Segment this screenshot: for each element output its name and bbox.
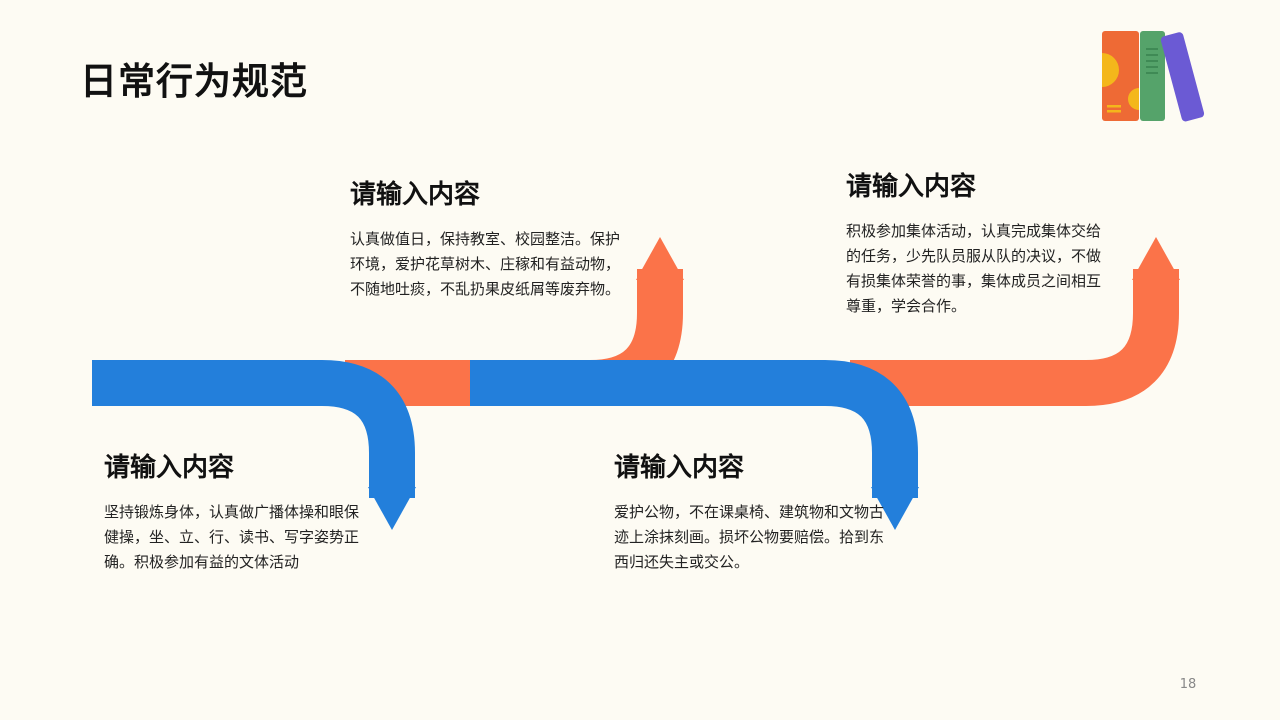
page-number: 18 [1179, 677, 1197, 692]
block-body: 认真做值日，保持教室、校园整洁。保护环境，爱护花草树木、庄稼和有益动物，不随地吐… [350, 230, 621, 298]
book-green [1140, 31, 1165, 121]
book-purple [1160, 32, 1205, 122]
block-body: 积极参加集体活动，认真完成集体交给的任务，少先队员服从队的决议，不做有损集体荣誉… [846, 222, 1102, 315]
block-body: 爱护公物，不在课桌椅、建筑物和文物古迹上涂抹刻画。损坏公物要赔偿。拾到东西归还失… [614, 503, 885, 571]
block-body: 坚持锻炼身体，认真做广播体操和眼保健操，坐、立、行、读书、写字姿势正确。积极参加… [104, 503, 360, 571]
content-block-4: 请输入内容 爱护公物，不在课桌椅、建筑物和文物古迹上涂抹刻画。损坏公物要赔偿。拾… [614, 450, 889, 575]
block-heading: 请输入内容 [614, 453, 745, 483]
blue-arrowhead-1 [368, 487, 416, 530]
books-icon [1102, 31, 1205, 122]
content-block-1: 请输入内容 认真做值日，保持教室、校园整洁。保护环境，爱护花草树木、庄稼和有益动… [350, 177, 625, 302]
book-orange-circle-bottom [1128, 88, 1139, 110]
book-orange-circle-top [1102, 53, 1119, 87]
block-heading: 请输入内容 [846, 172, 977, 202]
blue-arrow-1 [92, 360, 415, 498]
blue-arrowhead-2 [871, 487, 919, 530]
content-block-3: 请输入内容 坚持锻炼身体，认真做广播体操和眼保健操，坐、立、行、读书、写字姿势正… [104, 450, 369, 575]
page-title: 日常行为规范 [80, 60, 308, 103]
blue-arrow-2 [470, 360, 918, 498]
orange-arrow-2 [850, 269, 1179, 406]
content-block-2: 请输入内容 积极参加集体活动，认真完成集体交给的任务，少先队员服从队的决议，不做… [846, 169, 1111, 319]
block-heading: 请输入内容 [104, 453, 235, 483]
block-heading: 请输入内容 [350, 180, 481, 210]
orange-arrowhead-2 [1132, 237, 1180, 280]
orange-arrowhead-1 [636, 237, 684, 280]
